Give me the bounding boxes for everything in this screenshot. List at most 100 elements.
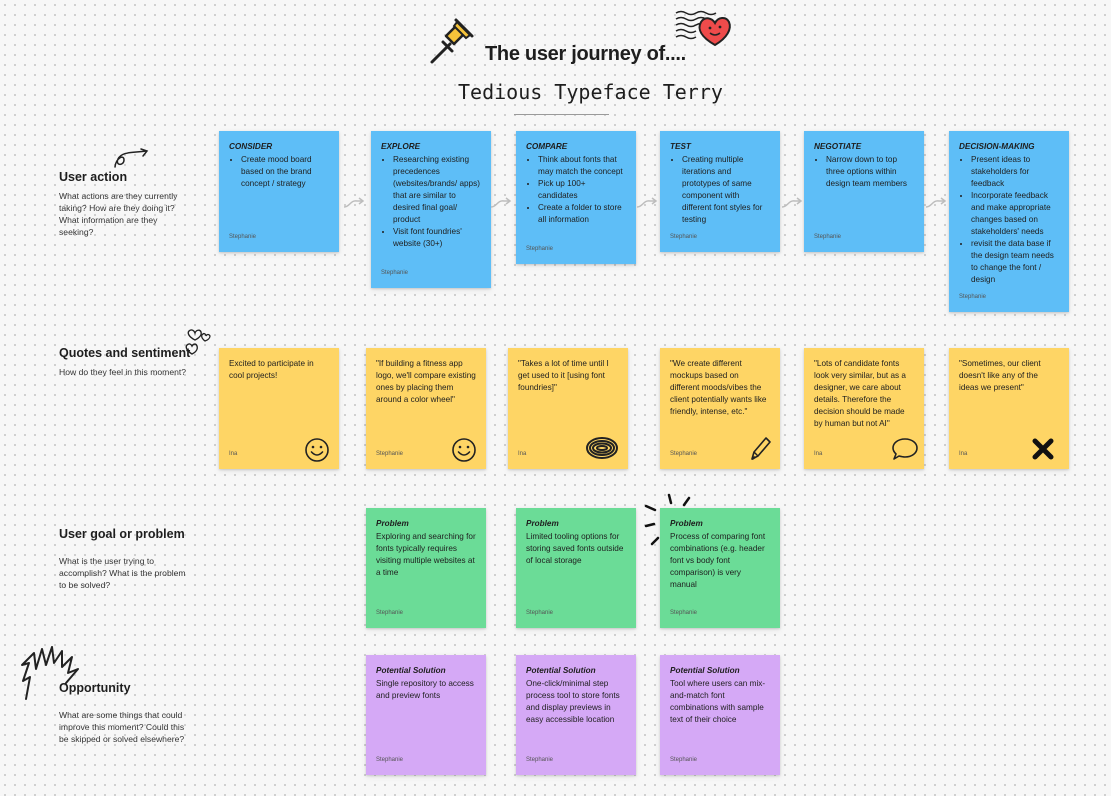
connector-arrow-icon bbox=[490, 197, 512, 208]
row-title: User goal or problem bbox=[59, 527, 185, 541]
connector-arrow-icon bbox=[636, 197, 658, 208]
sticky-author: Stephanie bbox=[526, 610, 554, 616]
heart-stamp-icon bbox=[675, 10, 731, 47]
sticky-text: Single repository to access and preview … bbox=[376, 679, 474, 700]
sticky-bullet: Create a folder to store all information bbox=[538, 202, 626, 226]
quote-text: "Lots of candidate fonts look very simil… bbox=[814, 359, 906, 428]
quote-sticky[interactable]: Excited to participate in cool projects!… bbox=[219, 348, 339, 469]
sticky-text: Exploring and searching for fonts typica… bbox=[376, 532, 476, 577]
sticky-text: Process of comparing font combinations (… bbox=[670, 532, 766, 589]
quote-sticky[interactable]: "Takes a lot of time until I get used to… bbox=[508, 348, 628, 469]
sticky-author: Stephanie bbox=[229, 234, 257, 240]
pencil-icon bbox=[751, 437, 771, 461]
sticky-author: Stephanie bbox=[376, 610, 404, 616]
connector-arrow-icon bbox=[925, 197, 947, 208]
quote-sticky[interactable]: "Lots of candidate fonts look very simil… bbox=[804, 348, 924, 469]
connector-arrow-icon bbox=[343, 197, 365, 208]
quote-sticky[interactable]: "Sometimes, our client doesn't like any … bbox=[949, 348, 1069, 469]
sticky-author: Ina bbox=[229, 451, 238, 457]
arrow-doodle-icon bbox=[114, 148, 149, 168]
quote-sticky[interactable]: "We create different mockups based on di… bbox=[660, 348, 780, 469]
sticky-author: Stephanie bbox=[526, 246, 554, 252]
sticky-author: Stephanie bbox=[670, 757, 698, 763]
row-label-quotes: Quotes and sentiment How do they feel in… bbox=[59, 346, 199, 378]
smiley-icon bbox=[305, 438, 329, 462]
quote-text: "Takes a lot of time until I get used to… bbox=[518, 359, 609, 392]
problem-sticky[interactable]: Problem Limited tooling options for stor… bbox=[516, 508, 636, 628]
quote-text: "If building a fitness app logo, we'll c… bbox=[376, 359, 476, 404]
sticky-author: Stephanie bbox=[670, 610, 698, 616]
sticky-heading: EXPLORE bbox=[381, 142, 421, 151]
sticky-author: Stephanie bbox=[526, 757, 554, 763]
row-description: What actions are they currently taking? … bbox=[59, 191, 178, 237]
solution-sticky[interactable]: Potential Solution One-click/minimal ste… bbox=[516, 655, 636, 775]
sticky-author: Stephanie bbox=[814, 234, 842, 240]
sticky-heading: Problem bbox=[376, 519, 409, 528]
sticky-bullet: Pick up 100+ candidates bbox=[538, 178, 626, 202]
action-sticky-negotiate[interactable]: NEGOTIATE Narrow down to top three optio… bbox=[804, 131, 924, 252]
sticky-text: One-click/minimal step process tool to s… bbox=[526, 679, 620, 724]
sticky-author: Stephanie bbox=[959, 294, 987, 300]
sticky-bullet: Create mood board based on the brand con… bbox=[241, 154, 329, 190]
sticky-heading: Potential Solution bbox=[376, 666, 446, 675]
quote-sticky[interactable]: "If building a fitness app logo, we'll c… bbox=[366, 348, 486, 469]
sticky-author: Stephanie bbox=[376, 451, 404, 457]
sticky-bullet: revisit the data base if the design team… bbox=[971, 238, 1059, 286]
row-description: What is the user trying to accomplish? W… bbox=[59, 556, 186, 590]
burst-lines-icon bbox=[644, 493, 691, 546]
sticky-heading: DECISION-MAKING bbox=[959, 142, 1035, 151]
page-subtitle: Tedious Typeface Terry bbox=[458, 80, 723, 104]
sticky-author: Ina bbox=[518, 451, 527, 457]
quote-text: "Sometimes, our client doesn't like any … bbox=[959, 359, 1041, 392]
action-sticky-test[interactable]: TEST Creating multiple iterations and pr… bbox=[660, 131, 780, 252]
sticky-author: Stephanie bbox=[670, 234, 698, 240]
quote-text: "We create different mockups based on di… bbox=[670, 359, 767, 416]
sticky-heading: Potential Solution bbox=[670, 666, 740, 675]
hearts-doodle-icon bbox=[185, 329, 211, 355]
sticky-author: Ina bbox=[814, 451, 823, 457]
problem-sticky[interactable]: Problem Process of comparing font combin… bbox=[660, 508, 780, 628]
pushpin-icon bbox=[430, 18, 474, 64]
sticky-heading: TEST bbox=[670, 142, 691, 151]
sticky-bullet: Researching existing precedences (websit… bbox=[393, 154, 481, 226]
row-label-user-action: User action What actions are they curren… bbox=[59, 170, 194, 238]
sticky-bullet: Narrow down to top three options within … bbox=[826, 154, 914, 190]
sticky-bullet: Visit font foundries' website (30+) bbox=[393, 226, 481, 250]
row-title: User action bbox=[59, 170, 128, 184]
sticky-bullet: Incorporate feedback and make appropriat… bbox=[971, 190, 1059, 238]
row-title: Quotes and sentiment bbox=[59, 346, 191, 360]
sticky-author: Stephanie bbox=[376, 757, 404, 763]
sticky-author: Stephanie bbox=[670, 451, 698, 457]
row-title: Opportunity bbox=[59, 681, 131, 695]
speech-bubble-icon bbox=[892, 438, 918, 460]
row-description: What are some things that could improve … bbox=[59, 710, 185, 744]
sticky-heading: Problem bbox=[526, 519, 559, 528]
solution-sticky[interactable]: Potential Solution Single repository to … bbox=[366, 655, 486, 775]
row-label-goal: User goal or problem What is the user tr… bbox=[59, 527, 194, 591]
connector-arrow-icon bbox=[781, 197, 803, 208]
quote-text: Excited to participate in cool projects! bbox=[229, 359, 314, 380]
sticky-author: Stephanie bbox=[381, 270, 409, 276]
sticky-heading: Potential Solution bbox=[526, 666, 596, 675]
title-divider bbox=[514, 114, 609, 115]
solution-sticky[interactable]: Potential Solution Tool where users can … bbox=[660, 655, 780, 775]
sticky-text: Limited tooling options for storing save… bbox=[526, 532, 624, 565]
sticky-heading: NEGOTIATE bbox=[814, 142, 862, 151]
sticky-heading: Problem bbox=[670, 519, 703, 528]
action-sticky-compare[interactable]: COMPARE Think about fonts that may match… bbox=[516, 131, 636, 264]
row-label-opportunity: Opportunity What are some things that co… bbox=[59, 681, 194, 745]
action-sticky-consider[interactable]: CONSIDER Create mood board based on the … bbox=[219, 131, 339, 252]
zigzag-burst-icon bbox=[21, 646, 79, 700]
action-sticky-decision-making[interactable]: DECISION-MAKING Present ideas to stakeho… bbox=[949, 131, 1069, 312]
sticky-bullet: Think about fonts that may match the con… bbox=[538, 154, 626, 178]
problem-sticky[interactable]: Problem Exploring and searching for font… bbox=[366, 508, 486, 628]
x-mark-icon bbox=[1032, 438, 1054, 460]
sticky-heading: CONSIDER bbox=[229, 142, 273, 151]
sticky-heading: COMPARE bbox=[526, 142, 568, 151]
sticky-bullet: Creating multiple iterations and prototy… bbox=[682, 154, 770, 226]
scribble-icon bbox=[586, 437, 618, 459]
action-sticky-explore[interactable]: EXPLORE Researching existing precedences… bbox=[371, 131, 491, 288]
smiley-icon bbox=[452, 438, 476, 462]
sticky-text: Tool where users can mix-and-match font … bbox=[670, 679, 766, 724]
page-title: The user journey of.... bbox=[485, 43, 686, 65]
